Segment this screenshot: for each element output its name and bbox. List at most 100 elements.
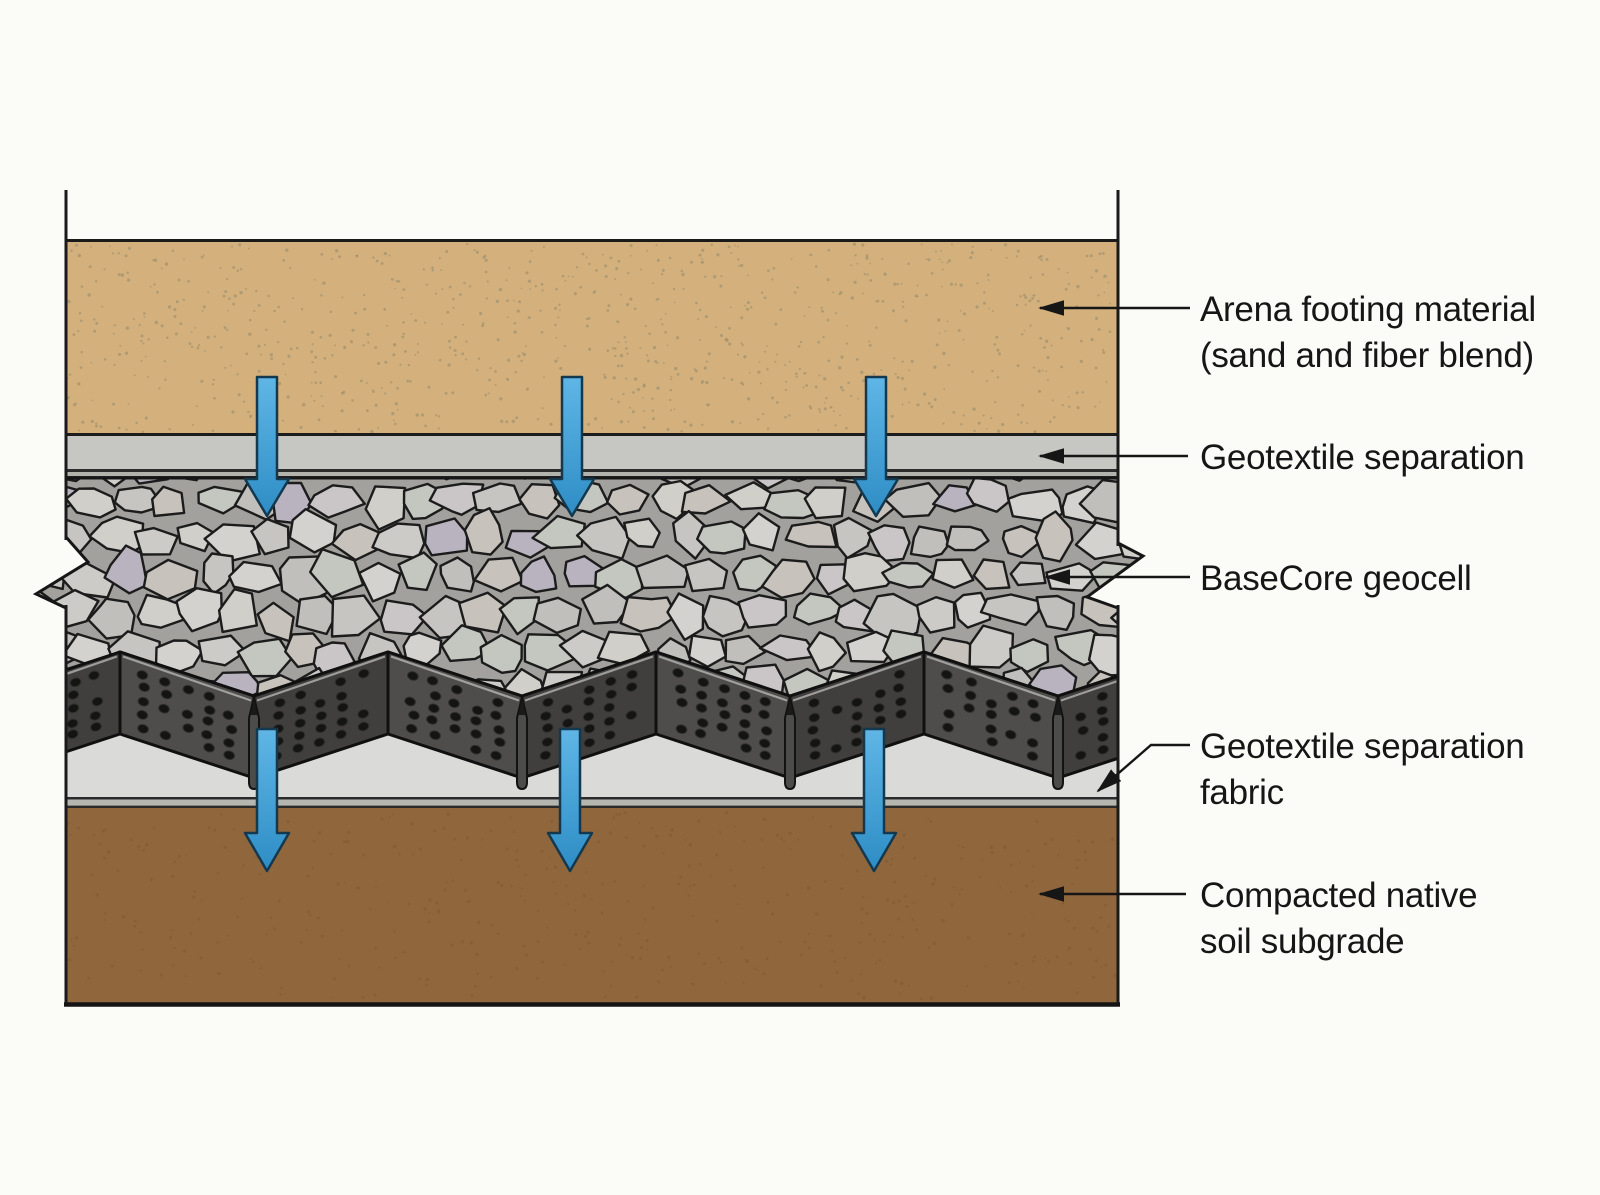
gravel-stone: [909, 525, 950, 559]
sand-speckle: [632, 391, 635, 394]
geocell-perforation: [408, 710, 420, 721]
soil-dot: [393, 844, 397, 848]
sand-speckle: [896, 282, 899, 286]
geocell-perforation: [895, 696, 907, 707]
sand-speckle: [894, 372, 897, 376]
sand-speckle: [730, 252, 733, 255]
sand-speckle: [564, 279, 567, 282]
sand-speckle: [610, 398, 613, 401]
geocell-panel-top-highlight: [792, 655, 922, 702]
sand-speckle: [609, 256, 613, 260]
sand-speckle: [1076, 284, 1080, 289]
soil-dot: [361, 995, 365, 999]
sand-speckle: [689, 260, 694, 264]
sand-speckle: [448, 285, 452, 289]
geocell-perforation: [1096, 705, 1108, 716]
sand-speckle: [775, 401, 779, 404]
geocell-perforation: [315, 710, 328, 721]
sand-speckle: [902, 305, 905, 308]
soil-dot: [630, 955, 634, 960]
soil-dot: [882, 940, 886, 944]
sand-speckle: [901, 360, 904, 363]
soil-dot: [817, 913, 820, 916]
soil-dot: [657, 980, 661, 984]
soil-dot: [602, 970, 605, 973]
sand-speckle: [285, 248, 289, 252]
soil-dot: [819, 984, 823, 988]
sand-speckle: [226, 328, 229, 331]
soil-dot: [137, 845, 141, 849]
sand-speckle: [775, 353, 778, 356]
soil-dot: [407, 902, 411, 906]
sand-speckle: [406, 379, 410, 383]
soil-dot: [515, 850, 518, 853]
sand-speckle: [728, 342, 732, 346]
sand-speckle: [561, 274, 565, 278]
sand-speckle: [125, 326, 130, 330]
sand-speckle: [270, 357, 274, 360]
sand-speckle: [354, 311, 357, 315]
sand-speckle: [511, 419, 516, 424]
geocell-perforation: [942, 722, 954, 733]
soil-dot: [902, 833, 906, 837]
diagram-borders: [64, 190, 1120, 1007]
soil-dot: [347, 964, 351, 968]
soil-dot: [240, 897, 243, 900]
sand-speckle: [669, 388, 673, 392]
sand-speckle: [1032, 366, 1035, 369]
sand-speckle: [140, 339, 143, 343]
soil-dot: [1017, 980, 1020, 983]
sand-speckle: [248, 414, 253, 418]
soil-dot: [515, 859, 518, 862]
sand-speckle: [821, 309, 824, 313]
sand-speckle: [661, 323, 664, 326]
soil-dot: [388, 815, 391, 818]
geocell-perforation: [716, 722, 728, 733]
sand-speckle: [740, 316, 744, 320]
geocell-perforation: [674, 684, 687, 695]
sand-speckle: [380, 386, 383, 389]
soil-dot: [718, 830, 722, 834]
sand-speckle: [626, 352, 629, 355]
sand-speckle: [393, 419, 395, 422]
soil-dot: [386, 901, 389, 904]
sand-speckle: [299, 425, 303, 430]
soil-dot: [692, 883, 696, 887]
soil-dot: [780, 837, 783, 840]
sand-speckle: [636, 387, 641, 392]
sand-speckle: [1098, 401, 1101, 403]
soil-dot: [374, 946, 378, 950]
sand-speckle: [699, 338, 701, 341]
sand-speckle: [1057, 268, 1060, 271]
soil-dot: [662, 851, 665, 855]
sand-speckle: [409, 380, 412, 383]
sand-speckle: [601, 253, 604, 256]
soil-dot: [618, 813, 622, 816]
sand-speckle: [80, 350, 83, 354]
geocell-perforation: [201, 729, 213, 740]
layer-labels: Arena footing material (sand and fiber b…: [1200, 290, 1536, 961]
sand-speckle: [907, 262, 910, 265]
sand-speckle: [481, 322, 485, 325]
sand-speckle: [646, 359, 650, 363]
geocell-perforation: [313, 737, 326, 748]
sand-speckle: [498, 287, 503, 292]
soil-dot: [141, 948, 145, 951]
sand-speckle: [73, 403, 77, 407]
soil-dot: [464, 888, 467, 892]
sand-speckle: [343, 345, 347, 350]
sand-speckle: [763, 296, 767, 300]
soil-dot: [133, 924, 137, 928]
soil-dot: [1009, 863, 1013, 867]
sand-speckle: [94, 280, 98, 283]
sand-speckle: [747, 274, 749, 277]
sand-speckle: [593, 290, 597, 293]
soil-dot: [423, 907, 427, 911]
gravel-stone: [122, 478, 174, 485]
sand-speckle: [674, 366, 678, 371]
sand-speckle: [477, 357, 481, 360]
gravel-stone: [737, 594, 788, 629]
sand-speckle: [248, 318, 252, 322]
geocell-perforation: [494, 737, 506, 747]
sand-speckle: [1003, 243, 1008, 247]
